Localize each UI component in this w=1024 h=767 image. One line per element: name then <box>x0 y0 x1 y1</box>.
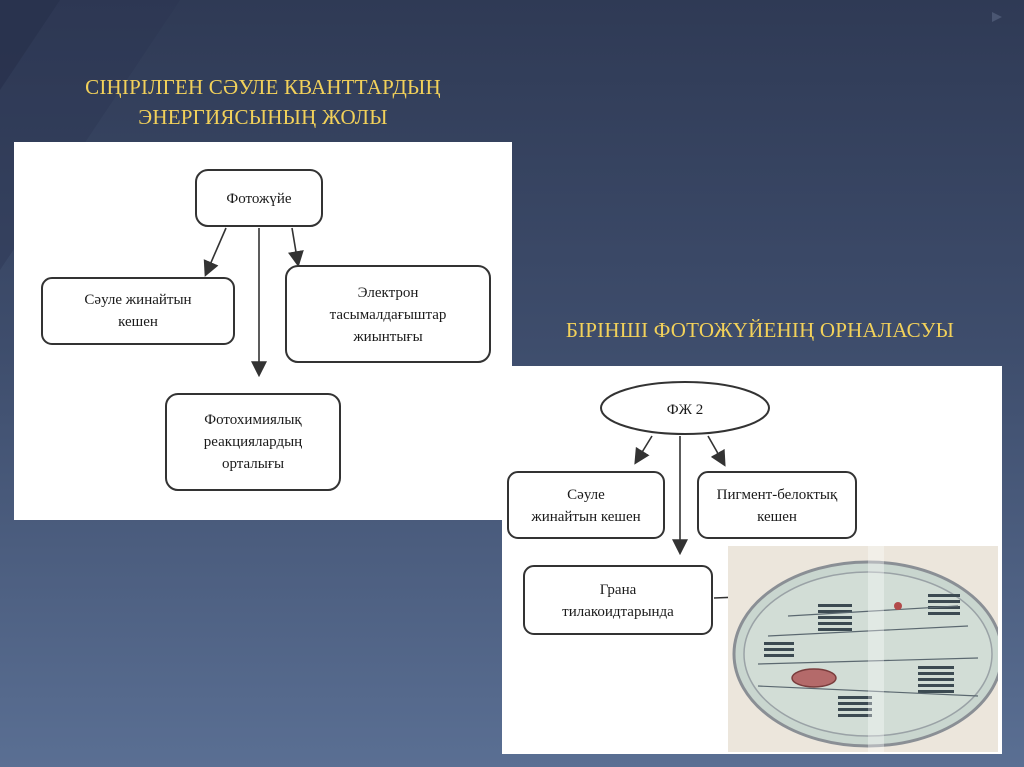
light-harvesting-2-line-2: жинайтын кешен <box>530 509 640 525</box>
pigment-protein-line-1: Пигмент-белоктық <box>717 487 838 503</box>
energy-path-diagram-panel: Фотожүйе Сәуле жинайтын кешен Электрон т… <box>14 142 512 520</box>
light-harvesting-line-2: кешен <box>118 314 158 330</box>
grana-line-2: тилакоидтарында <box>562 604 674 620</box>
pigment-protein-box <box>698 472 856 538</box>
grana-box <box>524 566 712 634</box>
reaction-center-line-3: орталығы <box>222 456 284 472</box>
light-harvesting-box <box>42 278 234 344</box>
ps2-label: ФЖ 2 <box>667 402 704 418</box>
light-harvesting-line-1: Сәуле жинайтын <box>84 292 191 308</box>
arrow-to-light-harvesting <box>206 228 226 274</box>
energy-path-diagram: Фотожүйе Сәуле жинайтын кешен Электрон т… <box>14 142 512 520</box>
electron-carriers-line-3: жиынтығы <box>352 329 422 345</box>
reaction-center-line-2: реакциялардың <box>204 434 302 450</box>
slide-title-right: БІРІНШІ ФОТОЖҮЙЕНІҢ ОРНАЛАСУЫ <box>520 318 1000 343</box>
title-line-1: СІҢІРІЛГЕН СӘУЛЕ КВАНТТАРДЫҢ <box>28 72 498 102</box>
photosystem-location-panel: ФЖ 2 Сәуле жинайтын кешен Пигмент-белокт… <box>502 366 1002 754</box>
title-line-2: ЭНЕРГИЯСЫНЫҢ ЖОЛЫ <box>28 102 498 132</box>
chloroplast-illustration <box>728 546 998 752</box>
arrow-to-pigment-protein <box>708 436 724 464</box>
electron-carriers-line-2: тасымалдағыштар <box>330 307 447 323</box>
slide-title-left: СІҢІРІЛГЕН СӘУЛЕ КВАНТТАРДЫҢ ЭНЕРГИЯСЫНЫ… <box>28 72 498 132</box>
arrow-to-light-harvesting-2 <box>636 436 652 462</box>
electron-carriers-line-1: Электрон <box>358 285 419 301</box>
grana-line-1: Грана <box>600 582 637 598</box>
photosystem-label: Фотожүйе <box>226 191 292 207</box>
light-harvesting-2-line-1: Сәуле <box>567 487 605 503</box>
reaction-center-line-1: Фотохимиялық <box>204 412 302 428</box>
pigment-protein-line-2: кешен <box>757 509 797 525</box>
arrow-to-electron-carriers <box>292 228 298 264</box>
light-harvesting-box-2 <box>508 472 664 538</box>
triangle-bullet-icon <box>990 10 1004 24</box>
